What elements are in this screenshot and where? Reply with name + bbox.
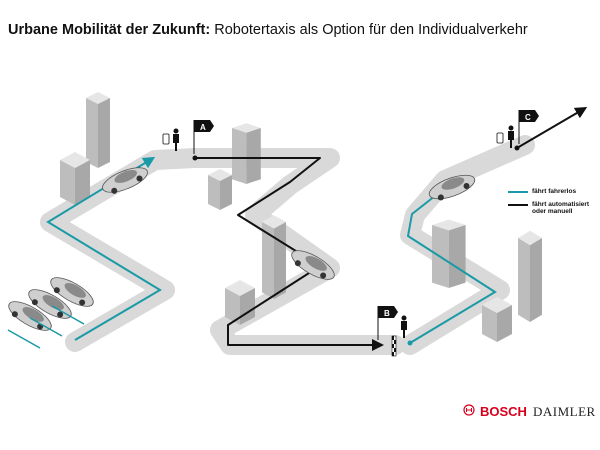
person-b-icon: [401, 315, 407, 338]
legend-automated-line2: oder manuell: [532, 208, 573, 215]
point-a-marker: [192, 155, 198, 161]
building-tower-center: [232, 123, 261, 184]
flag-c-label: C: [525, 113, 531, 122]
legend-driverless: fährt fahrerlos: [508, 188, 589, 195]
legend-teal-swatch: [508, 191, 528, 193]
road-left: [40, 148, 405, 355]
legend-automated-line1: fährt automatisiert: [532, 201, 590, 208]
point-b-marker: [407, 340, 413, 346]
legend-driverless-label: fährt fahrerlos: [532, 188, 577, 195]
road-right: [400, 135, 535, 355]
building-block-center: [208, 169, 232, 210]
smartphone-c-icon: [496, 132, 504, 144]
flag-b: B: [377, 306, 398, 340]
building-tower-right-2: [518, 230, 542, 322]
building-tower-mid: [262, 215, 286, 299]
parking-lines: [7, 305, 85, 349]
bosch-logo-icon: [463, 404, 475, 416]
building-block-right: [482, 297, 512, 342]
title-regular: Robotertaxis als Option für den Individu…: [210, 22, 528, 38]
route-driverless-right: [406, 188, 497, 344]
person-a-icon: [173, 128, 179, 151]
bosch-logo-text: BOSCH: [480, 404, 527, 419]
building-block-left: [60, 152, 90, 205]
flag-a: A: [193, 120, 214, 154]
building-tower-left: [86, 92, 110, 168]
person-c-icon: [508, 125, 514, 148]
title-bold: Urbane Mobilität der Zukunft:: [8, 22, 211, 38]
daimler-logo-text: DAIMLER: [533, 404, 596, 419]
flag-a-label: A: [200, 123, 206, 132]
flag-b-label: B: [384, 309, 390, 318]
finish-line: [391, 335, 397, 357]
point-c-marker: [514, 145, 520, 151]
route-automated-right: [516, 106, 588, 149]
legend-black-swatch: [508, 204, 528, 206]
flag-c: C: [518, 110, 539, 144]
route-driverless-left: [46, 156, 162, 341]
smartphone-a-icon: [162, 133, 170, 145]
route-automated-middle: [195, 157, 384, 351]
diagram-title: Urbane Mobilität der Zukunft: Robotertax…: [8, 22, 528, 38]
